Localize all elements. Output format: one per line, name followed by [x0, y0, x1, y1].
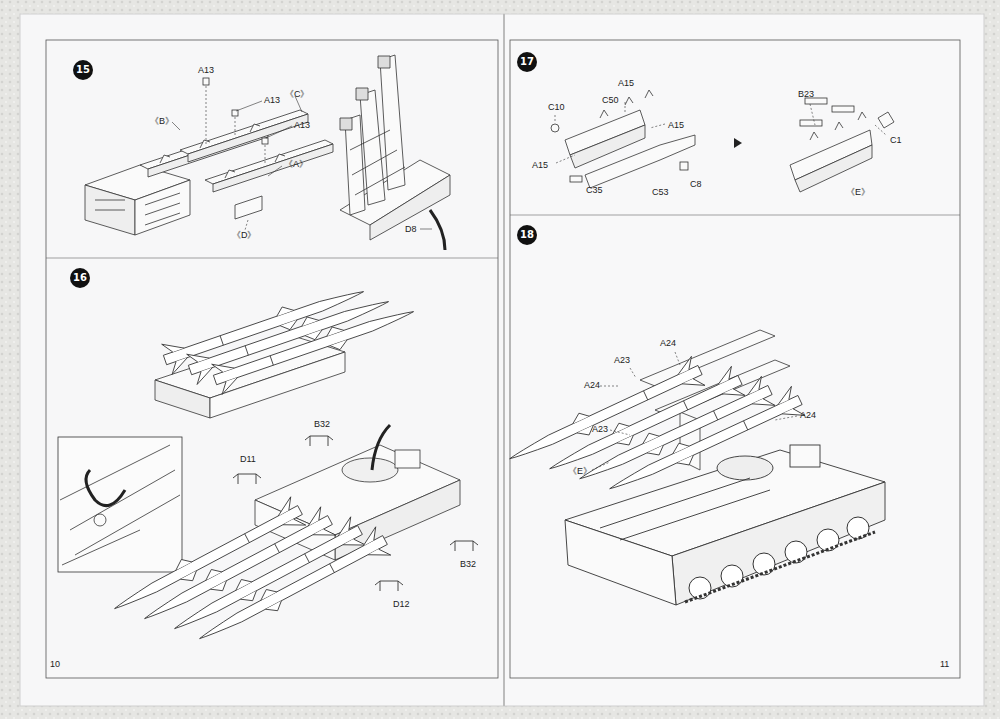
- part-label: 《A》: [284, 160, 308, 169]
- part-label: 《D》: [232, 231, 257, 240]
- part-label: 《C》: [285, 90, 310, 99]
- part-label: B23: [798, 90, 814, 99]
- part-label: B32: [460, 560, 476, 569]
- part-label: A23: [614, 356, 630, 365]
- step-text: 17: [520, 57, 534, 67]
- part-label: 《B》: [150, 117, 174, 126]
- part-label: C53: [652, 188, 669, 197]
- step-number: 17: [517, 52, 537, 72]
- part-label: D12: [393, 600, 410, 609]
- part-label: A23: [592, 425, 608, 434]
- part-label: C10: [548, 103, 565, 112]
- part-label: C50: [602, 96, 619, 105]
- part-label: D11: [240, 455, 256, 464]
- part-label: A24: [800, 411, 816, 420]
- page-number: 11: [940, 660, 949, 669]
- part-label: 《E》: [846, 188, 870, 197]
- part-label: A13: [264, 96, 280, 105]
- part-label: A15: [618, 79, 634, 88]
- step-text: 16: [73, 273, 87, 283]
- part-label: A13: [198, 66, 214, 75]
- step-number: 18: [517, 225, 537, 245]
- part-label: A13: [294, 121, 310, 130]
- step-number: 15: [73, 60, 93, 80]
- part-label: A15: [532, 161, 548, 170]
- step-text: 18: [520, 230, 534, 240]
- part-label: C1: [890, 136, 902, 145]
- part-label: D8: [405, 225, 417, 234]
- part-label: C35: [586, 186, 603, 195]
- part-label: C8: [690, 180, 702, 189]
- step-number: 16: [70, 268, 90, 288]
- part-label: A24: [584, 381, 600, 390]
- part-label: B32: [314, 420, 330, 429]
- part-label: A15: [668, 121, 684, 130]
- part-label: 《E》: [568, 467, 592, 476]
- part-label: A24: [660, 339, 676, 348]
- step-text: 15: [76, 65, 90, 75]
- page-number: 10: [50, 660, 60, 669]
